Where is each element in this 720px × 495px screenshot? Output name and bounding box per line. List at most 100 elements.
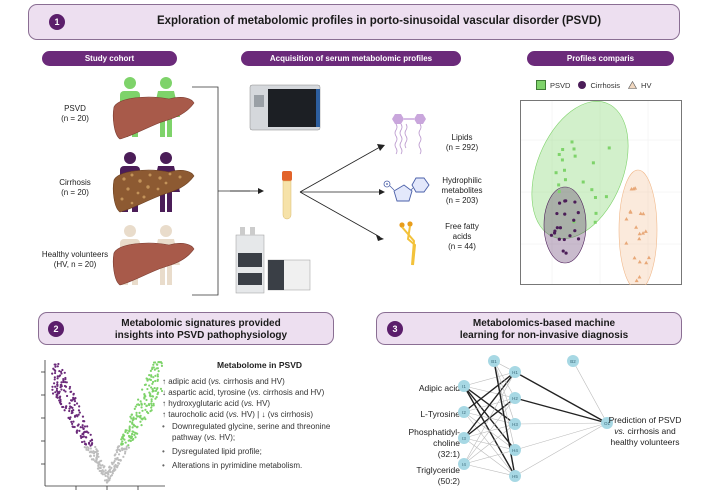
volcano-point <box>157 370 160 373</box>
cirrhosis-point <box>558 226 563 230</box>
volcano-point <box>125 448 128 451</box>
volcano-point <box>56 396 59 399</box>
volcano-point <box>156 373 159 376</box>
volcano-point <box>58 369 61 373</box>
healthy-liver-icon <box>112 242 195 286</box>
volcano-point <box>151 388 154 391</box>
nn-node-i4 <box>458 458 470 470</box>
volcano-point <box>110 466 113 469</box>
hydrophilic-metabolite-icon <box>383 177 430 202</box>
volcano-point <box>134 432 138 435</box>
volcano-point <box>84 443 88 446</box>
volcano-point <box>160 364 164 367</box>
hv-point <box>637 259 642 264</box>
volcano-plot <box>41 360 165 490</box>
volcano-point <box>88 455 92 458</box>
volcano-point <box>124 430 127 434</box>
metabolome-heading: Metabolome in PSVD <box>216 360 302 370</box>
volcano-point <box>156 363 159 366</box>
volcano-point <box>56 383 59 386</box>
volcano-point <box>119 459 122 462</box>
volcano-point <box>116 446 119 449</box>
fatty-acid-icon <box>399 221 417 266</box>
volcano-point <box>96 461 99 464</box>
triangle-marker-icon <box>628 81 638 89</box>
hv-point <box>628 209 633 213</box>
psvd-point <box>593 196 597 200</box>
psvd-point <box>561 148 565 152</box>
volcano-point <box>112 461 115 464</box>
volcano-point <box>138 411 141 414</box>
volcano-point <box>145 404 148 407</box>
volcano-point <box>72 420 75 423</box>
study-cohort-pill: Study cohort <box>42 51 177 66</box>
volcano-point <box>107 473 110 476</box>
volcano-point <box>144 418 147 421</box>
volcano-point <box>139 400 142 403</box>
nn-edge <box>514 422 608 425</box>
volcano-point <box>151 367 154 371</box>
hv-point <box>634 225 639 229</box>
volcano-point <box>83 425 87 428</box>
volcano-point <box>100 459 103 462</box>
volcano-point <box>135 411 138 414</box>
input-label-triglyceride: Triglyceride(50:2) <box>416 465 460 486</box>
nn-edge <box>514 422 608 451</box>
volcano-point <box>123 447 126 450</box>
volcano-point <box>58 390 61 393</box>
nn-node-label: B1 <box>491 359 497 364</box>
volcano-point <box>145 398 148 402</box>
volcano-point <box>53 376 56 379</box>
volcano-point <box>87 441 91 444</box>
volcano-point <box>73 403 76 407</box>
acquisition-pill: Acquisition of serum metabolomic profile… <box>241 51 461 66</box>
volcano-point <box>100 469 104 472</box>
volcano-point <box>79 426 82 429</box>
volcano-point <box>140 406 143 409</box>
volcano-point <box>53 368 56 372</box>
volcano-point <box>104 471 107 474</box>
nn-node-o1 <box>601 417 613 429</box>
volcano-point <box>138 403 141 407</box>
nn-edge <box>463 371 516 465</box>
volcano-point <box>127 444 130 447</box>
input-label-l-tyrosine: L-Tyrosine <box>420 409 460 419</box>
volcano-point <box>106 475 109 478</box>
cirrhosis-ellipse <box>543 186 587 264</box>
square-marker-icon <box>536 80 546 90</box>
volcano-point <box>154 397 157 400</box>
volcano-point <box>69 390 72 394</box>
psvd-point <box>593 220 597 224</box>
panel1-number-badge: 1 <box>49 14 65 30</box>
volcano-point <box>114 453 117 456</box>
nn-node-b1 <box>488 355 500 367</box>
cirrhosis-point <box>563 212 567 216</box>
hv-point <box>637 231 642 236</box>
hv-point <box>637 275 642 279</box>
volcano-point <box>157 391 160 394</box>
volcano-point <box>143 396 146 399</box>
cirrhosis-point <box>576 211 580 215</box>
volcano-point <box>65 394 69 398</box>
volcano-point <box>110 461 113 464</box>
volcano-point <box>68 409 71 413</box>
volcano-point <box>78 411 81 414</box>
psvd-point <box>581 180 585 184</box>
nn-node-label: H3 <box>512 422 518 427</box>
volcano-point <box>124 429 127 432</box>
volcano-point <box>154 374 157 377</box>
volcano-point <box>115 450 119 454</box>
volcano-point <box>109 475 112 478</box>
volcano-point <box>143 383 147 387</box>
hv-ellipse <box>618 169 658 285</box>
volcano-point <box>76 429 79 432</box>
volcano-point <box>122 447 125 450</box>
volcano-point <box>89 433 92 436</box>
psvd-point <box>590 188 594 192</box>
volcano-point <box>96 452 100 455</box>
volcano-point <box>68 407 71 410</box>
volcano-point <box>56 394 59 397</box>
volcano-point <box>128 420 132 423</box>
volcano-point <box>60 381 63 384</box>
